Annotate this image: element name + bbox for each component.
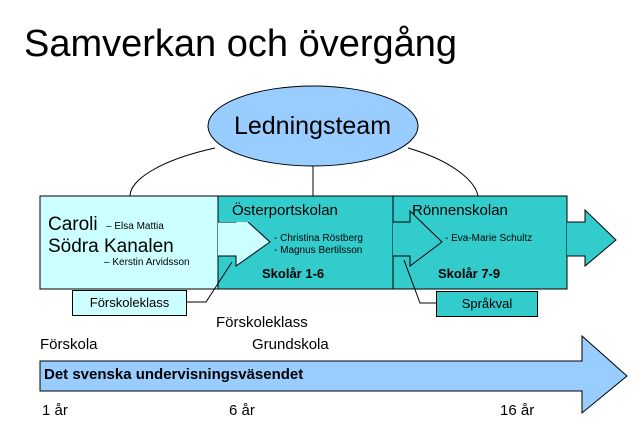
page-title: Samverkan och övergång [24, 23, 458, 65]
leadership-label: Ledningsteam [233, 112, 392, 140]
connector-right [407, 147, 479, 197]
stage2-person-2: - Magnus Bertilsson [274, 245, 363, 256]
timeline-label-forskoleklass: Förskoleklass [216, 314, 308, 331]
callout-line-sprakval [403, 259, 436, 304]
stage3-name: Rönnenskolan [412, 202, 508, 219]
age-6: 6 år [229, 402, 255, 419]
leadership-ellipse [207, 85, 419, 167]
stage2-header [219, 197, 392, 222]
school-a-name: Caroli [48, 214, 98, 235]
timeline-label-grundskola: Grundskola [252, 336, 329, 353]
stage2-person-1: - Christina Röstberg [274, 233, 363, 244]
school-b-name: Södra Kanalen [48, 236, 174, 257]
age-1: 1 år [42, 402, 68, 419]
timeline-arrow [39, 334, 628, 415]
timeline-label-forskola: Förskola [40, 336, 98, 353]
stage3-end-arrow [567, 208, 617, 268]
forskoleklass-callout: Förskoleklass [72, 290, 187, 316]
age-16: 16 år [500, 402, 535, 419]
stage3-grades: Skolår 7-9 [438, 266, 501, 281]
stage3-inner-arrow [393, 209, 443, 267]
sprakval-callout: Språkval [436, 291, 538, 317]
school-b-person: – Kerstin Arvidsson [104, 257, 190, 268]
school-a-person: – Elsa Mattia [106, 221, 164, 232]
stage3-person-1: - Eva-Marie Schultz [445, 233, 533, 244]
stage2-name: Österportskolan [232, 202, 338, 219]
connector-left [129, 147, 216, 197]
callout-line-forskoleklass [186, 261, 233, 303]
stage2-grades: Skolår 1-6 [262, 266, 325, 281]
timeline-arrow-text: Det svenska undervisningsväsendet [44, 366, 304, 383]
